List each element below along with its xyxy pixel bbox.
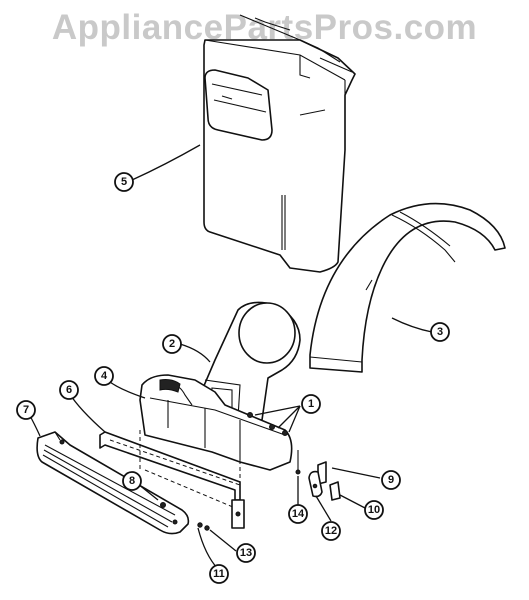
part-fender xyxy=(309,202,506,373)
callout-13-label: 13 xyxy=(240,547,252,559)
callout-8: 8 xyxy=(122,471,142,491)
callout-7-label: 7 xyxy=(23,404,29,416)
part-scraper-bar xyxy=(36,431,190,535)
callout-3: 3 xyxy=(430,322,450,342)
callout-5-label: 5 xyxy=(121,176,127,188)
callout-11-label: 11 xyxy=(213,568,225,580)
hardware-fasteners xyxy=(160,412,341,531)
callout-10: 10 xyxy=(364,500,384,520)
callout-12-label: 12 xyxy=(325,525,337,537)
part-bracket xyxy=(99,430,245,529)
callout-6-label: 6 xyxy=(66,384,72,396)
part-shield xyxy=(139,374,293,471)
callout-4: 4 xyxy=(94,366,114,386)
callout-2-label: 2 xyxy=(169,338,175,350)
part-housing xyxy=(203,14,356,273)
callout-5: 5 xyxy=(114,172,134,192)
callout-11: 11 xyxy=(209,564,229,584)
callout-2: 2 xyxy=(162,334,182,354)
callout-10-label: 10 xyxy=(368,504,380,516)
callout-9-label: 9 xyxy=(388,474,394,486)
callout-9: 9 xyxy=(381,470,401,490)
callout-12: 12 xyxy=(321,521,341,541)
callout-14-label: 14 xyxy=(292,508,305,520)
callout-1-label: 1 xyxy=(308,398,314,410)
callout-14: 14 xyxy=(288,504,308,524)
callout-7: 7 xyxy=(16,400,36,420)
part-chute xyxy=(199,301,301,421)
callout-13: 13 xyxy=(236,543,256,563)
callout-4-label: 4 xyxy=(101,370,108,382)
callout-1: 1 xyxy=(301,394,321,414)
callout-8-label: 8 xyxy=(129,475,135,487)
callout-6: 6 xyxy=(59,380,79,400)
callout-3-label: 3 xyxy=(437,326,443,338)
